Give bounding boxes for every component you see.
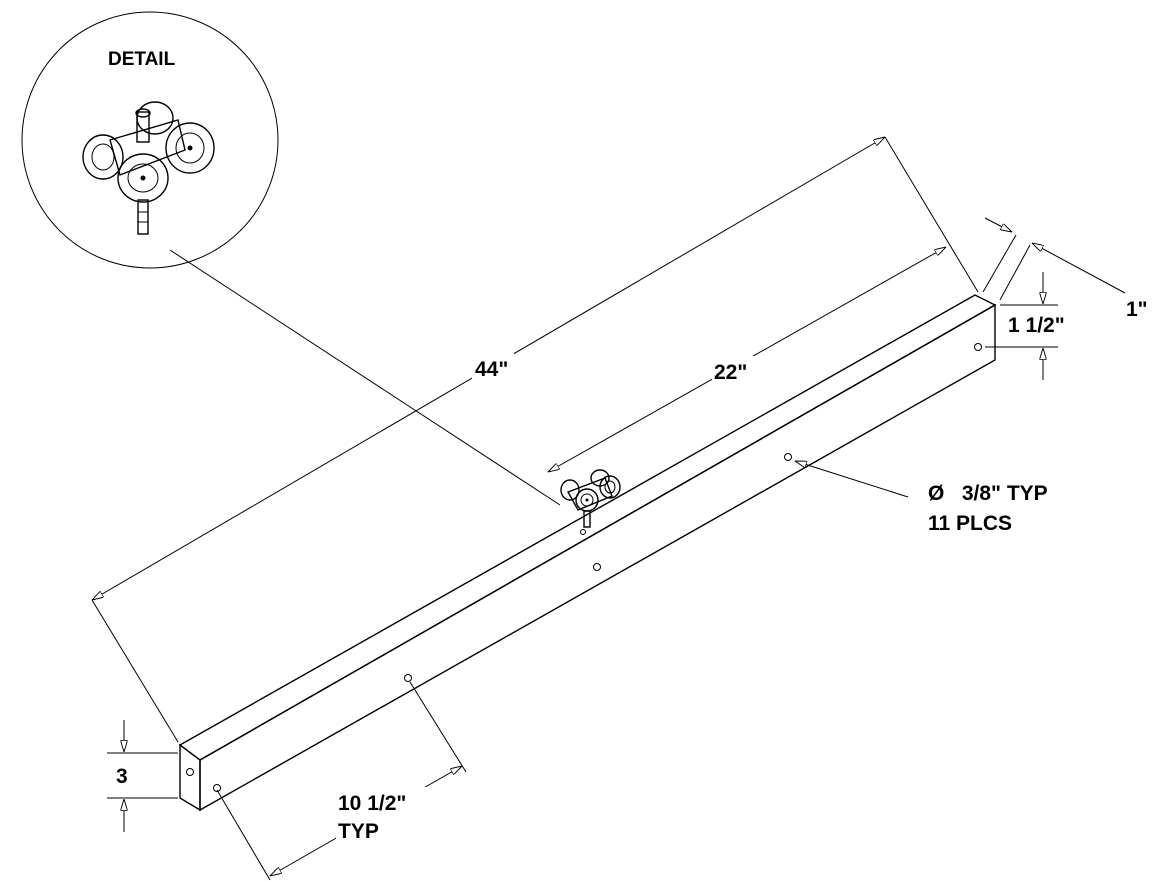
label-44: 44" <box>475 358 508 381</box>
hole-callout-size: Ø 3/8" TYP <box>928 482 1048 505</box>
rail-beam <box>178 294 997 812</box>
hole-callout-count: 11 PLCS <box>928 512 1012 535</box>
mounting-holes <box>186 343 982 792</box>
label-3: 3 <box>116 765 128 788</box>
detail-view: DETAIL <box>21 11 279 269</box>
label-typ: TYP <box>338 820 379 843</box>
label-10-1-2: 10 1/2" <box>338 792 406 815</box>
dimension-depth: 1" <box>982 217 1148 321</box>
hole <box>580 529 586 535</box>
label-22: 22" <box>714 361 747 384</box>
hole <box>186 768 194 776</box>
label-1: 1" <box>1126 298 1148 321</box>
hole <box>593 563 601 571</box>
dimension-height: 3 <box>107 720 178 832</box>
hole <box>213 784 221 792</box>
hole <box>404 674 412 682</box>
dimension-hole-height: 1 1/2" <box>985 272 1065 380</box>
trolley-icon <box>560 469 621 528</box>
rail-front-face <box>199 303 996 812</box>
hole <box>974 343 982 351</box>
dimension-half-length: 22" <box>548 247 946 472</box>
hole <box>784 453 792 461</box>
label-1-1-2: 1 1/2" <box>1008 314 1065 337</box>
trolley-detail-icon <box>82 101 215 235</box>
hole-callout: Ø 3/8" TYP 11 PLCS <box>795 461 1048 535</box>
rail-end-face <box>179 743 201 812</box>
detail-title: DETAIL <box>108 49 176 70</box>
dimension-hole-spacing: 10 1/2" TYP <box>216 681 467 881</box>
dimension-overall-length: 44" <box>92 137 979 743</box>
